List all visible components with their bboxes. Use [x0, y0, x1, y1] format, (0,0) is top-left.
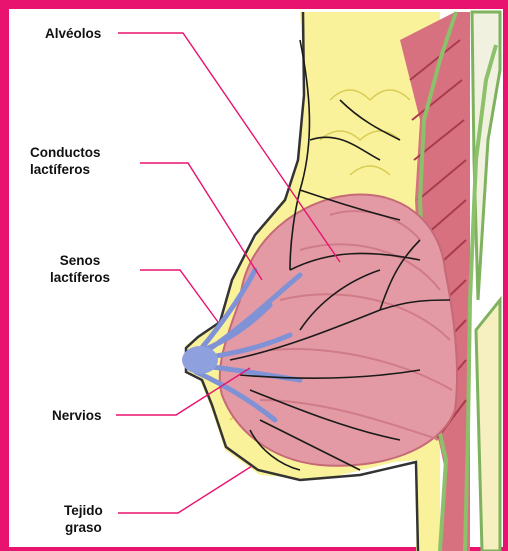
leader-line-tejido: [118, 466, 252, 513]
label-senos-lactiferos: Senos lactíferos: [50, 252, 110, 286]
label-nervios: Nervios: [52, 407, 102, 424]
label-conductos-lactiferos: Conductos lactíferos: [30, 144, 101, 178]
label-alveolos: Alvéolos: [45, 25, 101, 42]
leader-line-senos: [140, 270, 218, 322]
nipple: [182, 346, 218, 374]
rib: [476, 300, 500, 551]
label-tejido-graso: Tejido graso: [64, 502, 103, 536]
